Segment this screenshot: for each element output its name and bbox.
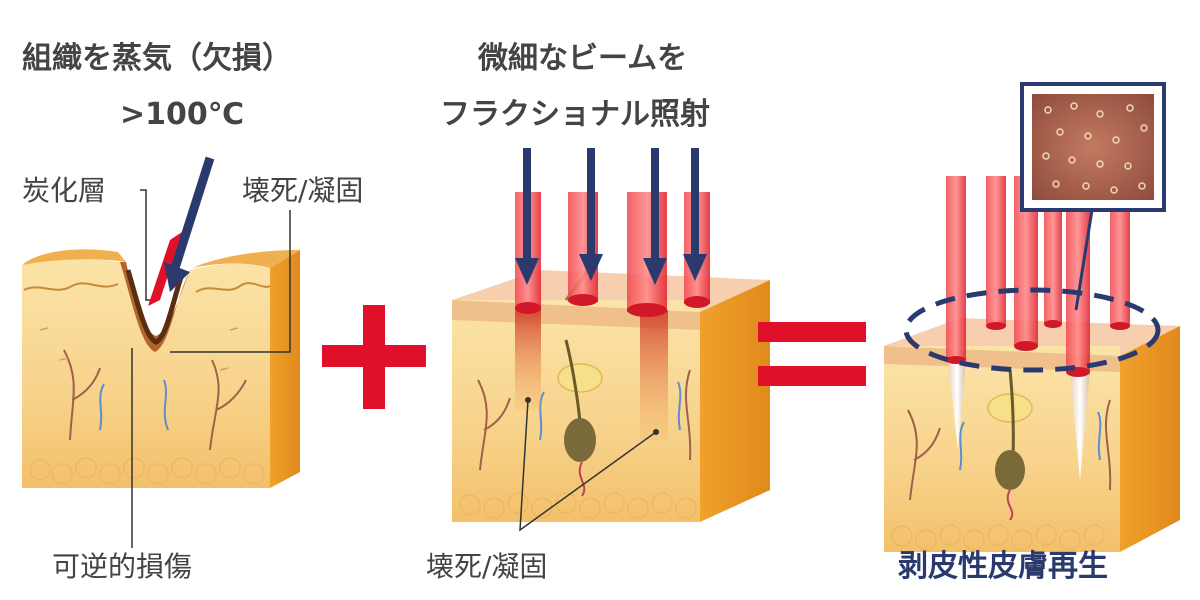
label-necrosis-middle: 壊死/凝固 <box>426 550 547 583</box>
left-heading-line1: 組織を蒸気（欠損） <box>22 41 292 76</box>
middle-skin-block <box>452 262 770 522</box>
equals-sign-icon <box>758 322 866 386</box>
label-carbonized: 炭化層 <box>22 174 106 207</box>
label-reversible: 可逆的損傷 <box>52 550 192 583</box>
leader-carbonized <box>140 190 150 300</box>
label-skin-resurfacing: 剥皮性皮膚再生 <box>898 549 1108 584</box>
skin-photo-inset <box>1022 84 1164 310</box>
plus-sign-icon <box>322 305 426 409</box>
right-panel: 剥皮性皮膚再生 <box>884 84 1180 584</box>
middle-panel: 微細なビームを フラクショナル照射 <box>426 41 770 583</box>
label-necrosis-left: 壊死/凝固 <box>242 174 363 207</box>
middle-arrows <box>515 148 707 285</box>
middle-heading-line2: フラクショナル照射 <box>440 97 710 132</box>
middle-heading-line1: 微細なビームを <box>477 41 687 76</box>
left-heading-line2: >100℃ <box>120 97 244 132</box>
left-panel: 組織を蒸気（欠損） >100℃ <box>22 41 363 583</box>
